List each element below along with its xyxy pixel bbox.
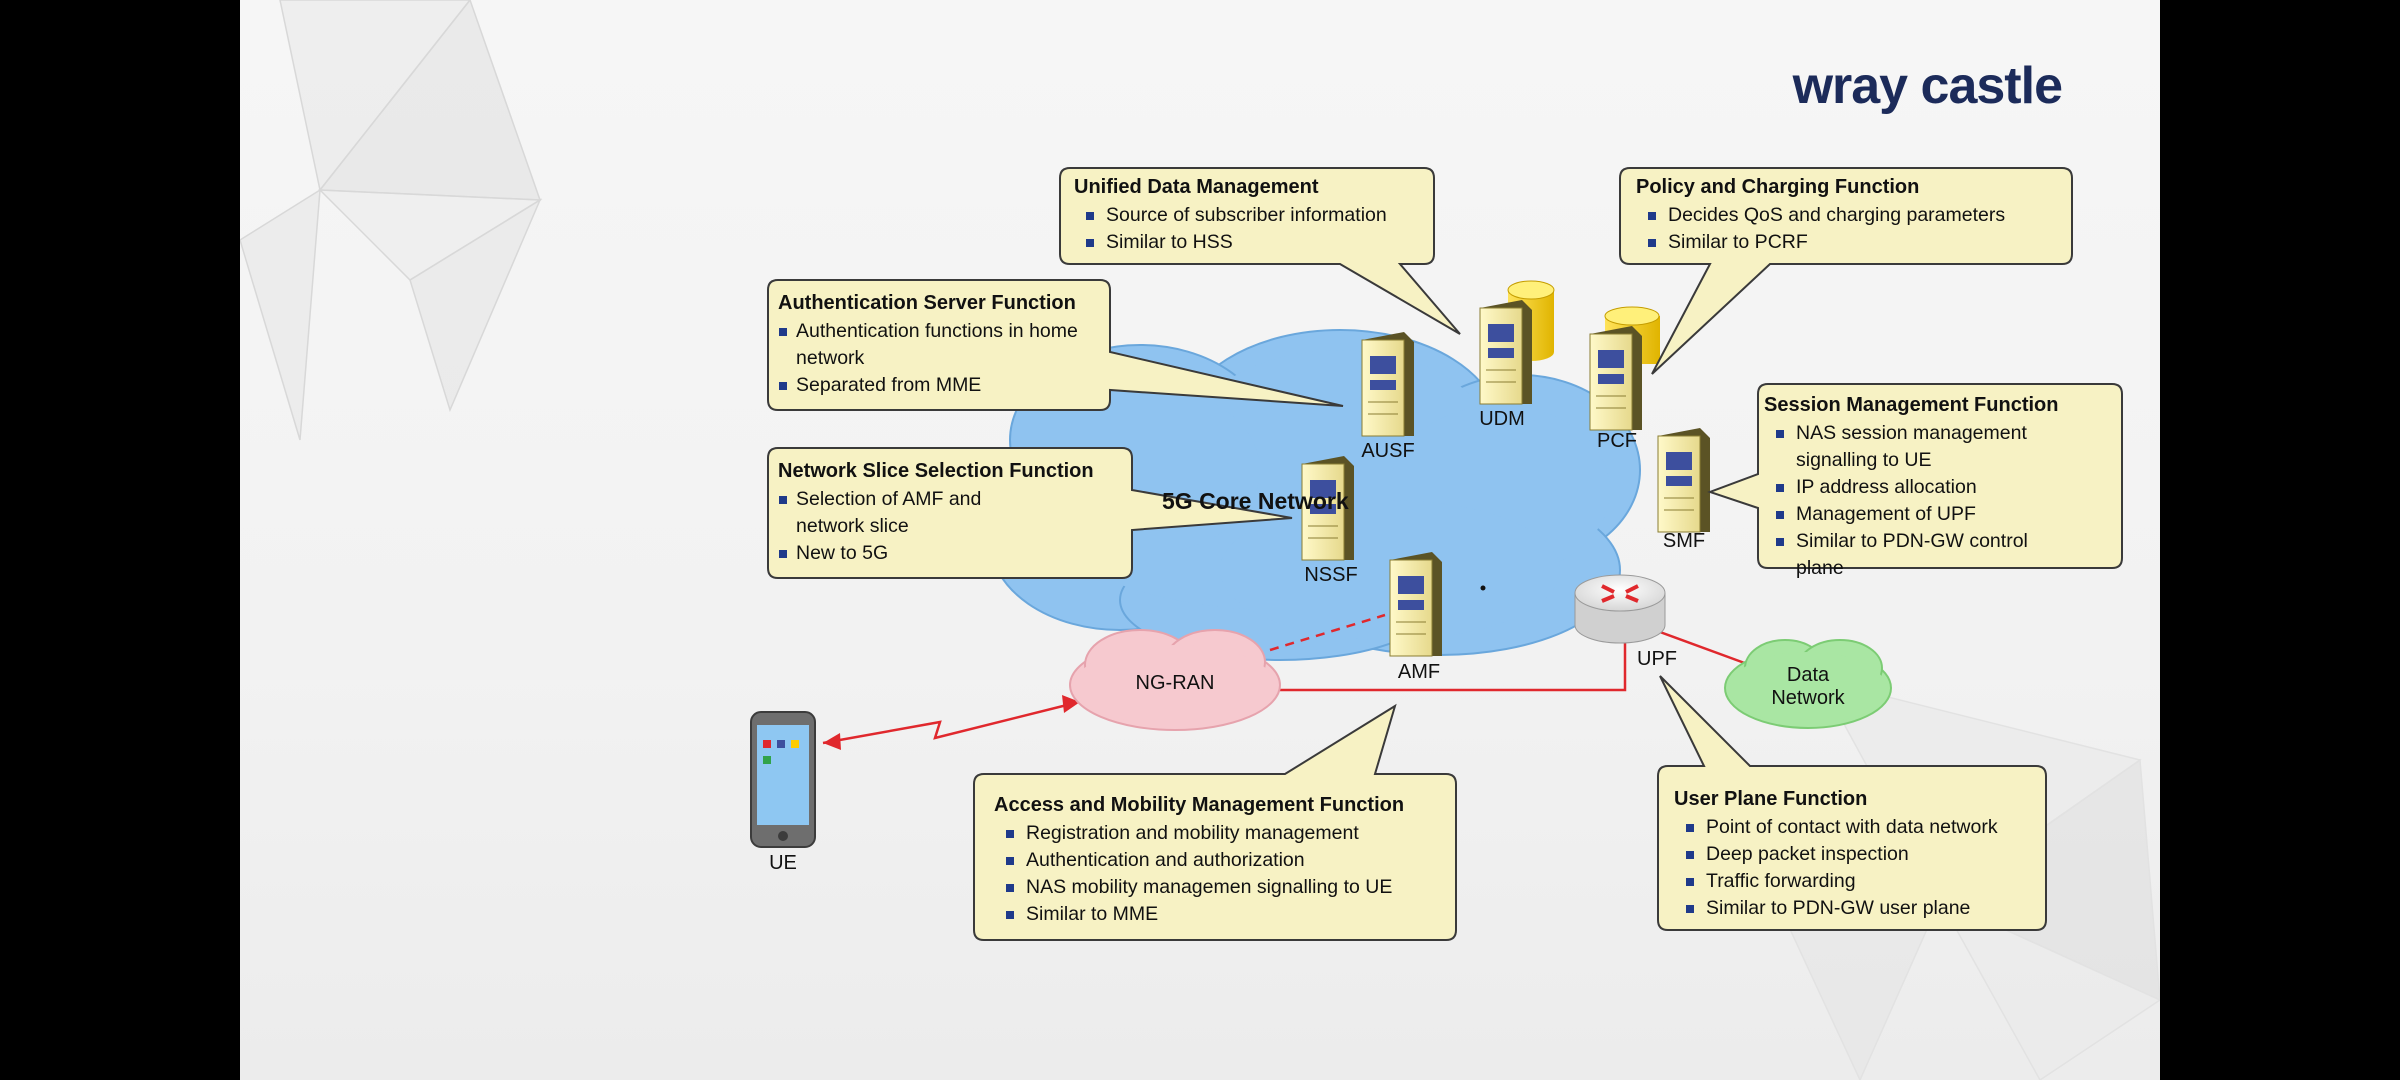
pcf-callout-item: Decides QoS and charging parameters bbox=[1636, 202, 2066, 229]
smf-callout-item: IP address allocation bbox=[1764, 474, 2054, 501]
network-diagram bbox=[750, 167, 2123, 941]
udm-server bbox=[1479, 300, 1532, 405]
amf-callout-item: NAS mobility managemen signalling to UE bbox=[994, 874, 1454, 901]
radio-link bbox=[822, 701, 1076, 745]
pcf-callout-title: Policy and Charging Function bbox=[1636, 176, 1920, 198]
upf-callout-title: User Plane Function bbox=[1674, 788, 1868, 810]
amf-callout-title: Access and Mobility Management Function bbox=[994, 794, 1405, 816]
nssf-callout: Network Slice Selection Function Selecti… bbox=[778, 458, 1094, 567]
upf-callout: User Plane Function Point of contact wit… bbox=[1674, 786, 2044, 922]
pcf-callout: Policy and Charging Function Decides QoS… bbox=[1636, 174, 2066, 256]
ausf-callout-item: Authentication functions in home network bbox=[778, 318, 1078, 372]
upf-label: UPF bbox=[1637, 648, 1677, 670]
udm-callout: Unified Data Management Source of subscr… bbox=[1074, 174, 1424, 256]
udm-callout-item: Similar to HSS bbox=[1074, 229, 1424, 256]
smf-callout: Session Management Function NAS session … bbox=[1764, 392, 2059, 582]
nssf-callout-title: Network Slice Selection Function bbox=[778, 460, 1094, 482]
udm-callout-title: Unified Data Management bbox=[1074, 176, 1319, 198]
smf-label: SMF bbox=[1662, 530, 1706, 552]
amf-callout-item: Registration and mobility management bbox=[994, 820, 1454, 847]
udm-callout-item: Source of subscriber information bbox=[1074, 202, 1424, 229]
links bbox=[822, 613, 1751, 750]
upf-callout-item: Similar to PDN-GW user plane bbox=[1674, 895, 2044, 922]
upf-callout-item: Point of contact with data network bbox=[1674, 814, 2044, 841]
upf-datanetwork-link bbox=[1659, 630, 1751, 667]
core-network-label: 5G Core Network bbox=[1162, 488, 1349, 514]
ran-amf-link bbox=[1269, 613, 1386, 652]
amf-server bbox=[1389, 552, 1442, 657]
ng-ran-label: NG-RAN bbox=[1135, 672, 1215, 694]
ran-upf-link bbox=[1280, 640, 1627, 692]
nssf-server bbox=[1301, 456, 1354, 561]
nssf-callout-item: Selection of AMF and network slice bbox=[778, 486, 1018, 540]
upf-callout-item: Deep packet inspection bbox=[1674, 841, 2044, 868]
udm-label: UDM bbox=[1479, 408, 1525, 430]
brand-logo: wray castle bbox=[1792, 57, 2063, 115]
pcf-label: PCF bbox=[1597, 430, 1637, 452]
amf-callout-item: Similar to MME bbox=[994, 901, 1454, 928]
nssf-label: NSSF bbox=[1304, 564, 1358, 586]
upf-callout-item: Traffic forwarding bbox=[1674, 868, 2044, 895]
data-network-label: Data Network bbox=[1771, 664, 1845, 709]
smf-callout-item: Similar to PDN-GW control plane bbox=[1764, 528, 2054, 582]
pcf-callout-item: Similar to PCRF bbox=[1636, 229, 2066, 256]
ausf-callout: Authentication Server Function Authentic… bbox=[778, 290, 1078, 399]
ue-phone-icon bbox=[750, 711, 816, 848]
smf-server bbox=[1657, 428, 1710, 533]
ue-label: UE bbox=[769, 852, 797, 874]
nssf-callout-item: New to 5G bbox=[778, 540, 1018, 567]
callout-shapes bbox=[767, 167, 2123, 941]
amf-label: AMF bbox=[1397, 661, 1441, 683]
ausf-label: AUSF bbox=[1361, 440, 1415, 462]
upf-router-icon bbox=[1574, 574, 1666, 644]
smf-callout-item: NAS session management signalling to UE bbox=[1764, 420, 2054, 474]
slide: wray castle bbox=[240, 0, 2160, 1080]
ausf-callout-item: Separated from MME bbox=[778, 372, 1078, 399]
ausf-server bbox=[1361, 332, 1414, 437]
amf-callout: Access and Mobility Management Function … bbox=[994, 792, 1454, 928]
smf-callout-item: Management of UPF bbox=[1764, 501, 2054, 528]
smf-callout-title: Session Management Function bbox=[1764, 394, 2059, 416]
ausf-callout-title: Authentication Server Function bbox=[778, 292, 1076, 314]
pcf-server bbox=[1589, 326, 1642, 431]
amf-callout-item: Authentication and authorization bbox=[994, 847, 1454, 874]
